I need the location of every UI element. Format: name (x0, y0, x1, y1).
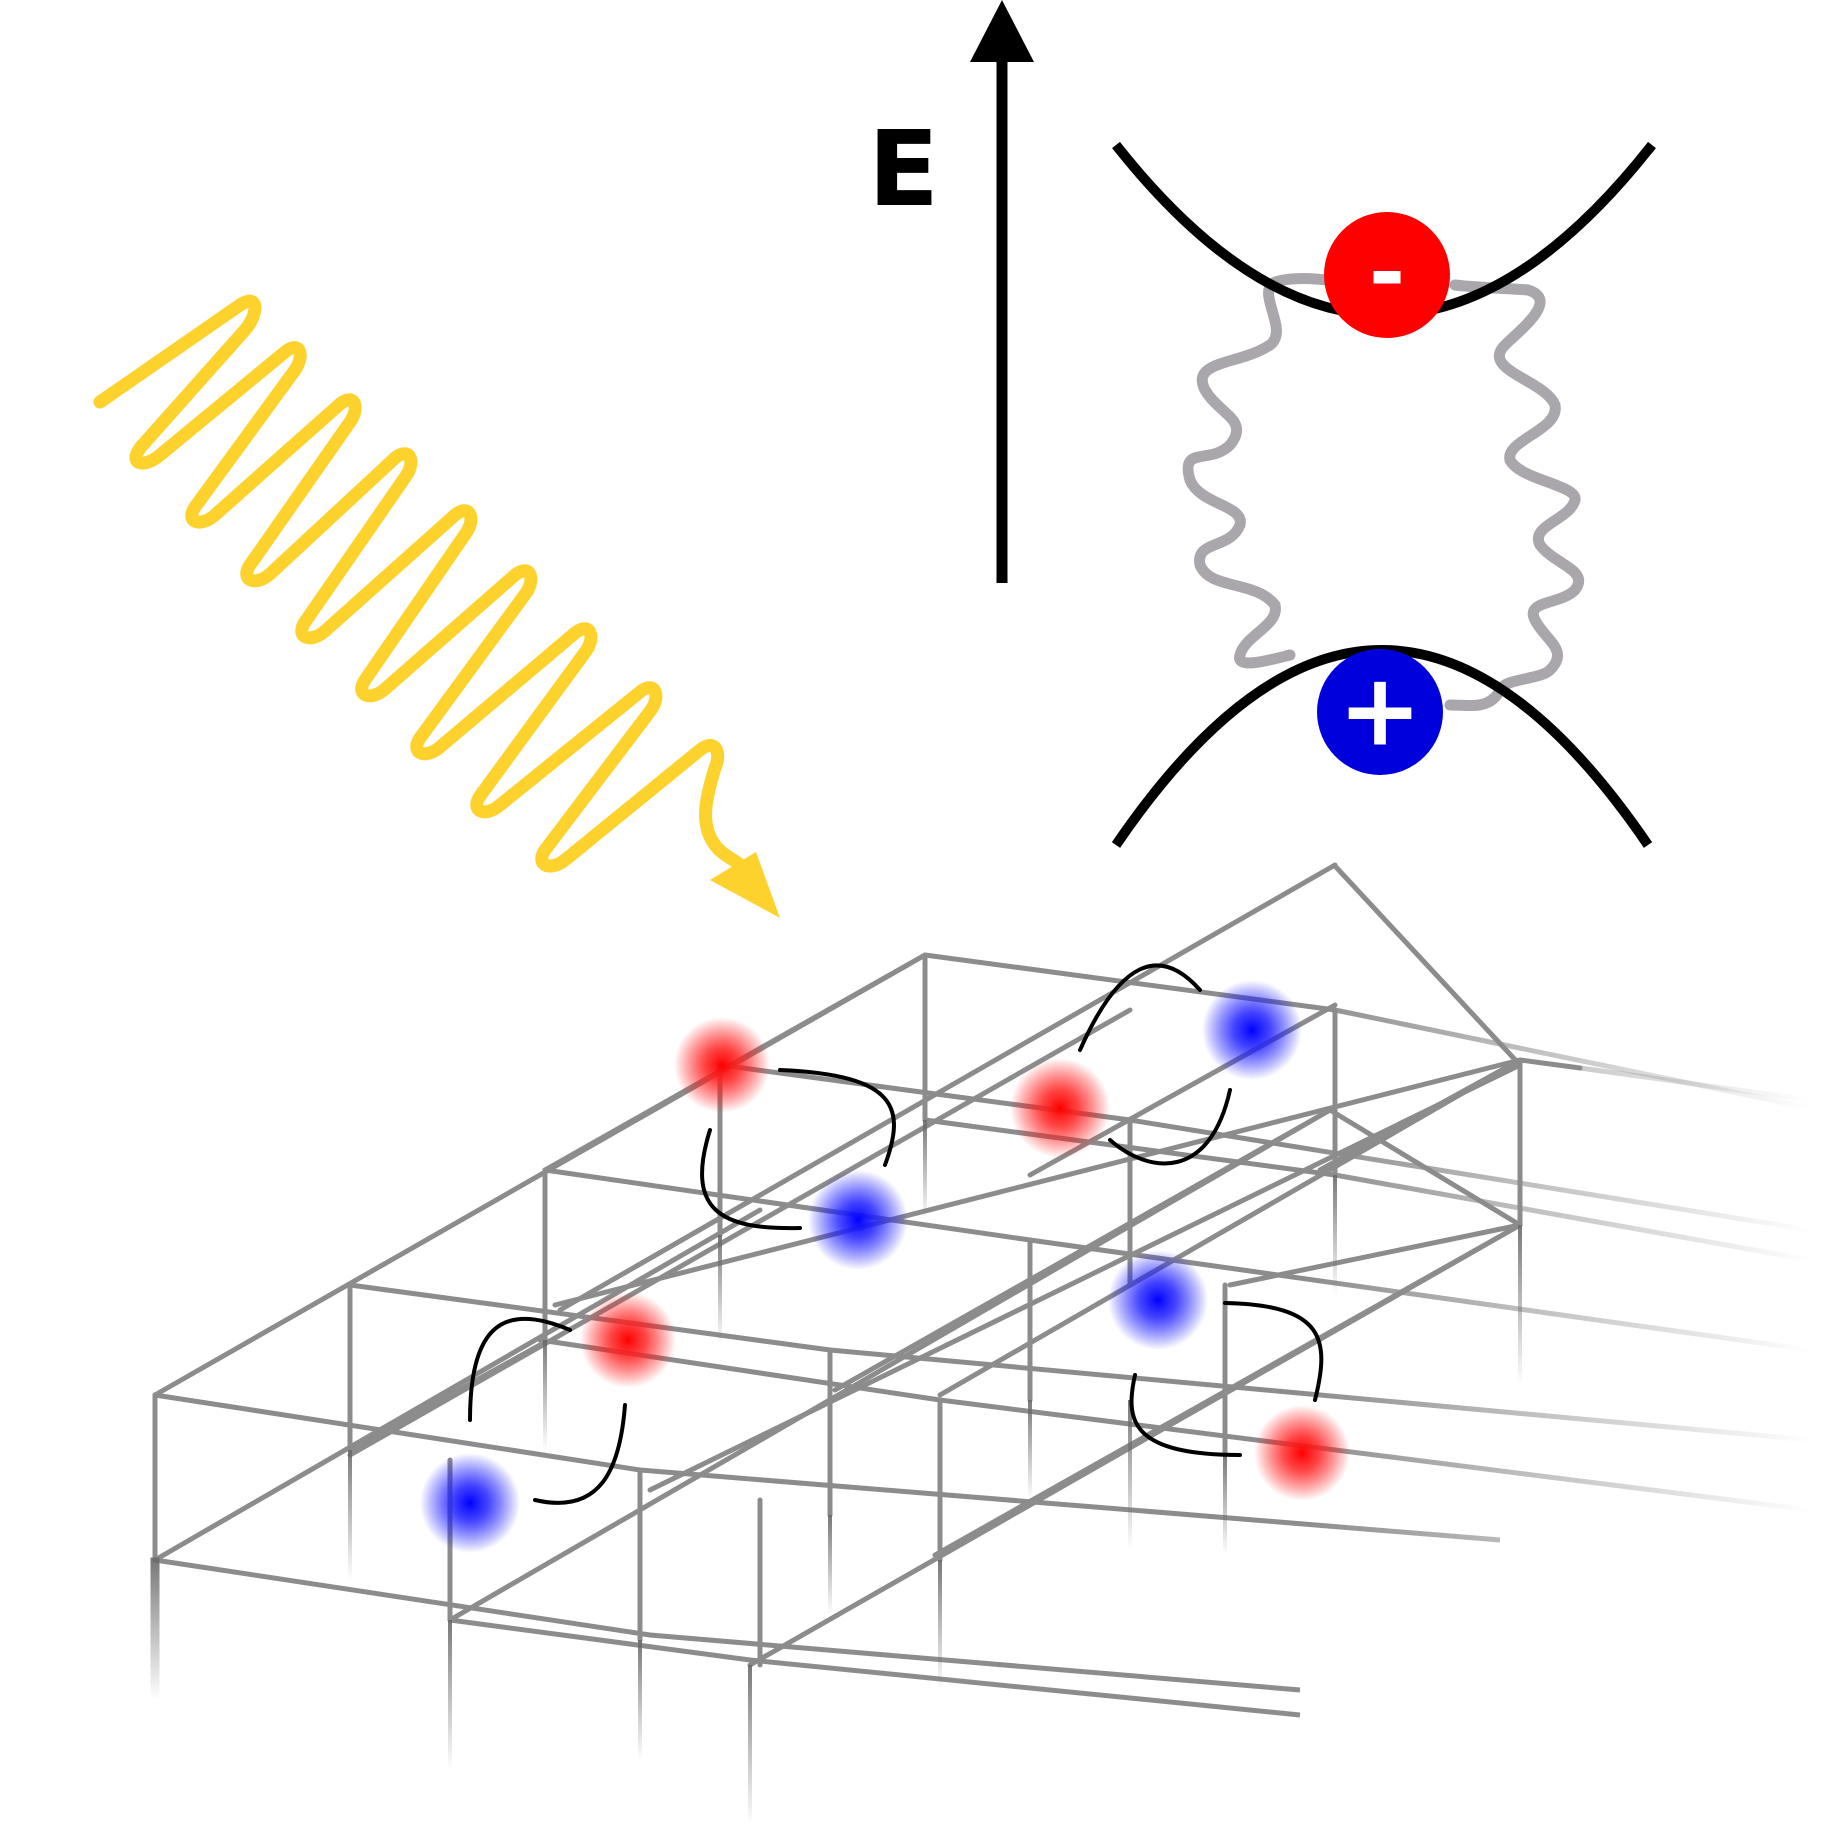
energy-axis-arrowhead (970, 0, 1034, 62)
lattice-electron-3 (580, 1292, 676, 1388)
bond-arc (468, 1316, 572, 1422)
lattice-hole-1 (808, 1170, 908, 1270)
bond-arc (700, 1128, 802, 1231)
lattice-bottom-diagonals (152, 952, 1523, 1668)
hole-circle (1317, 649, 1443, 775)
hole-sign: + (1338, 652, 1422, 769)
lattice-electron-4 (1254, 1405, 1350, 1501)
band-diagram: - + (1111, 141, 1656, 848)
lattice-excitons (420, 980, 1350, 1553)
coulomb-interaction-wave-left (1182, 273, 1366, 669)
photon (93, 294, 780, 918)
bond-arc (778, 1068, 896, 1167)
lattice-electron-1 (674, 1017, 770, 1113)
coulomb-interaction-wave (1444, 279, 1585, 712)
bond-arc (1223, 1301, 1324, 1402)
bond-arc (1129, 1373, 1242, 1457)
lattice-electron-2 (1010, 1058, 1110, 1158)
lattice-posts (152, 952, 1523, 1668)
energy-axis-label: E (868, 108, 939, 230)
lattice-hole-2 (1202, 980, 1302, 1080)
photon-arrowhead (710, 852, 780, 918)
electron: - (1324, 212, 1450, 338)
bond-arc (533, 1403, 627, 1505)
electron-sign: - (1369, 221, 1406, 324)
electron-circle (1324, 212, 1450, 338)
lattice-hole-4 (1108, 1250, 1208, 1350)
energy-axis: E (868, 0, 1034, 583)
bond-arc (1108, 1088, 1232, 1166)
photon-wave (93, 294, 747, 873)
hole: + (1317, 649, 1443, 775)
crystal-lattice (150, 862, 1811, 1825)
bond-arc (1078, 963, 1202, 1052)
exciton-bonds (468, 963, 1324, 1505)
lattice-legs (150, 1120, 1522, 1825)
lattice-hole-3 (420, 1453, 520, 1553)
